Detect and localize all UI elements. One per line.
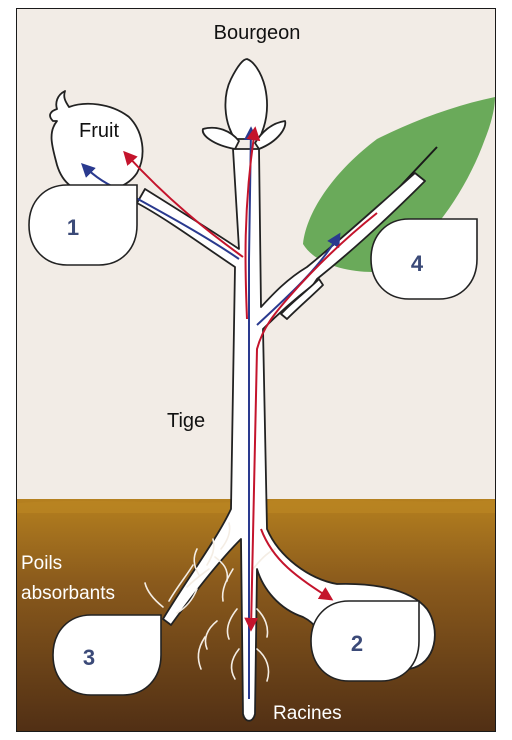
callout-4: 4 bbox=[371, 219, 477, 299]
callout-4-number: 4 bbox=[411, 251, 424, 276]
callout-3-number: 3 bbox=[83, 645, 95, 670]
plant-diagram: Bourgeon Fruit Tige Poils absorbants Rac… bbox=[17, 9, 496, 732]
label-stem: Tige bbox=[167, 410, 205, 432]
label-bud: Bourgeon bbox=[214, 22, 301, 44]
label-root-hairs-line2: absorbants bbox=[21, 583, 115, 604]
callout-1-number: 1 bbox=[67, 215, 79, 240]
diagram-frame: Bourgeon Fruit Tige Poils absorbants Rac… bbox=[16, 8, 496, 732]
callout-2: 2 bbox=[311, 601, 419, 681]
label-root-hairs-line1: Poils bbox=[21, 553, 62, 574]
callout-2-number: 2 bbox=[351, 631, 363, 656]
label-roots: Racines bbox=[273, 703, 342, 724]
label-fruit: Fruit bbox=[79, 120, 119, 142]
callout-3: 3 bbox=[53, 615, 161, 695]
callout-1: 1 bbox=[29, 185, 137, 265]
